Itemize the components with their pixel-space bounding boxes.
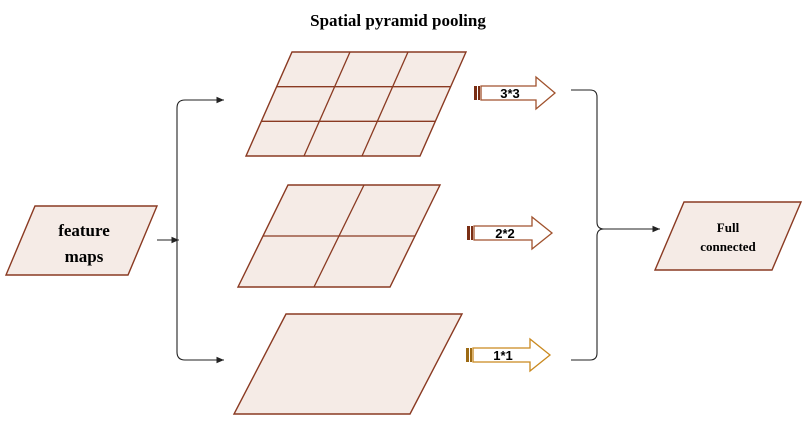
feature-maps-label-line2: maps	[65, 247, 104, 266]
full-connected-label-line1: Full	[717, 220, 740, 235]
full-connected-label-line2: connected	[700, 239, 756, 254]
output-arrow-3x3: 3*3	[474, 75, 557, 111]
level-label-2x2: 2*2	[495, 226, 515, 241]
output-arrow-1x1: 1*1	[466, 337, 552, 373]
feature-maps-box: feature maps	[4, 205, 159, 276]
level-label-3x3: 3*3	[500, 86, 520, 101]
feature-maps-label-line1: feature	[58, 221, 110, 240]
level-label-1x1: 1*1	[493, 348, 513, 363]
output-arrow-2x2: 2*2	[467, 215, 554, 251]
pooling-grid-1x1	[232, 313, 464, 415]
full-connected-box: Full connected	[653, 201, 803, 271]
pooling-grid-3x3	[244, 51, 468, 157]
input-branch-connector	[157, 96, 224, 364]
pooling-grid-2x2	[236, 184, 442, 288]
merge-bracket	[571, 89, 660, 361]
diagram-title: Spatial pyramid pooling	[310, 11, 486, 30]
